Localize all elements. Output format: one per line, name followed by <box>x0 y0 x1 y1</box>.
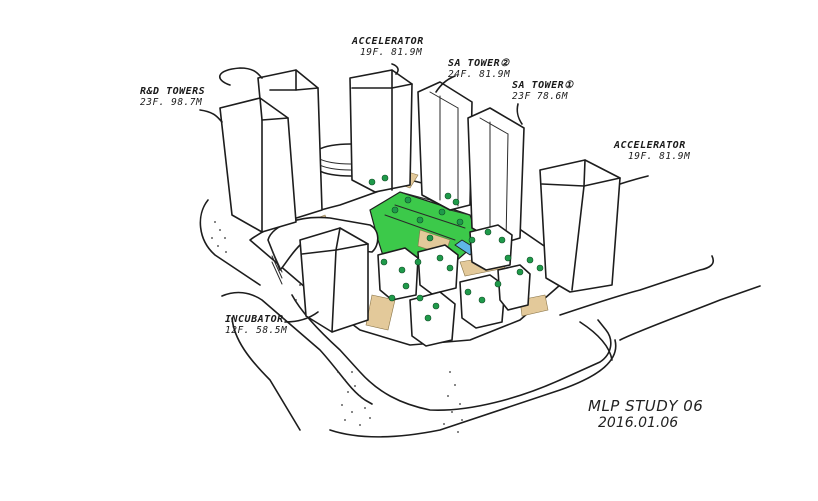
street-outlines <box>199 199 761 438</box>
label-name: ACCELERATOR <box>352 36 424 47</box>
label-sa-tower-1: SA TOWER① 23F 78.6M <box>512 80 574 102</box>
label-spec: 19F. 81.9M <box>628 150 691 162</box>
label-incubator: INCUBATOR 12F. 58.5M <box>225 314 287 336</box>
caption-title: MLP STUDY 06 <box>588 397 704 415</box>
sa-tower-2 <box>417 81 473 211</box>
sketch-caption: MLP STUDY 06 2016.01.06 <box>588 397 703 431</box>
label-spec: 23F 78.6M <box>512 90 568 102</box>
sa-tower-1 <box>467 107 525 245</box>
label-accelerator-1: ACCELERATOR 19F. 81.9M <box>352 36 424 58</box>
label-name: SA TOWER① <box>512 80 574 91</box>
label-sa-tower-2: SA TOWER② 24F. 81.9M <box>448 58 510 80</box>
low-rise-blocks <box>377 224 531 347</box>
caption-date: 2016.01.06 <box>598 415 679 431</box>
annotation-leaders <box>199 63 649 323</box>
label-rnd-towers: R&D TOWERS 23F. 98.7M <box>140 86 205 108</box>
label-spec: 12F. 58.5M <box>225 324 288 336</box>
label-name: INCUBATOR <box>225 314 284 325</box>
label-spec: 19F. 81.9M <box>360 46 423 58</box>
towers <box>219 69 621 333</box>
stipple-landscape <box>211 221 463 433</box>
label-name: ACCELERATOR <box>614 140 686 151</box>
trees <box>368 174 544 322</box>
label-name: SA TOWER② <box>448 58 510 69</box>
label-spec: 24F. 81.9M <box>448 68 511 80</box>
label-name: R&D TOWERS <box>140 86 206 97</box>
label-spec: 23F. 98.7M <box>140 96 203 108</box>
label-accelerator-2: ACCELERATOR 19F. 81.9M <box>614 140 690 162</box>
